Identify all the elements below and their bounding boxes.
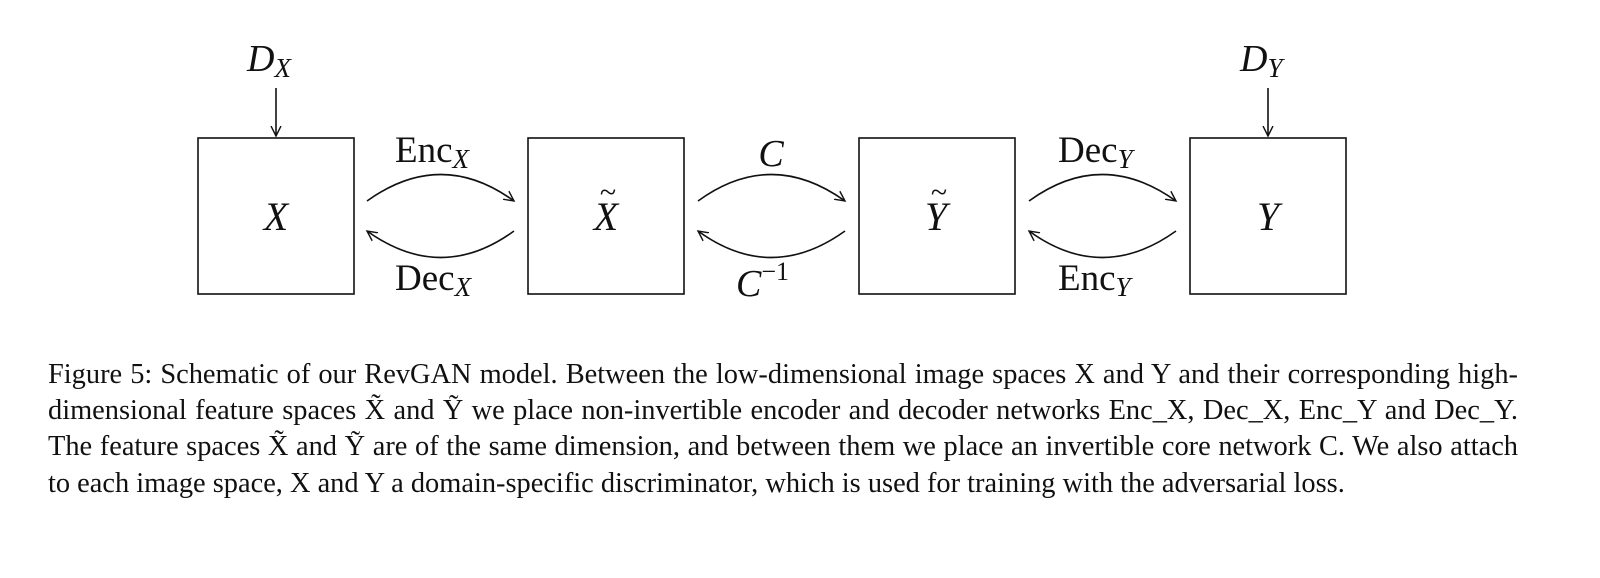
figure-caption: Figure 5: Schematic of our RevGAN model.… <box>48 357 1518 502</box>
caption-line-5: which is used for training with the adve… <box>765 467 1345 499</box>
node-x-tilde-label: X <box>592 194 620 239</box>
node-y-label: Y <box>1257 194 1283 239</box>
node-y-tilde-box <box>858 137 1016 295</box>
arrow-c <box>697 173 845 202</box>
label-dec-y: DecY <box>1058 130 1136 174</box>
arrow-enc-y <box>1029 231 1177 259</box>
label-dec-x: DecX <box>395 258 473 302</box>
arrow-dec-y <box>1028 173 1176 202</box>
arrow-c-inverse <box>698 231 846 259</box>
caption-line-4: place an invertible core network C. We a… <box>48 431 1518 499</box>
label-enc-y: EncY <box>1058 258 1134 302</box>
node-y-box <box>1189 137 1347 295</box>
caption-line-1: Figure 5: Schematic of our RevGAN model.… <box>48 359 1280 390</box>
node-y-tilde-label: Y <box>925 194 951 239</box>
node-x-box <box>197 137 355 295</box>
caption-line-3: Enc_X, Dec_X, Enc_Y and Dec_Y. The featu… <box>48 395 1518 463</box>
discriminator-dx-label: DX <box>246 38 292 83</box>
label-c-inverse: C−1 <box>736 257 789 305</box>
caption-line-2: corresponding high-dimensional feature s… <box>48 359 1518 427</box>
node-x-label: X <box>262 194 290 239</box>
discriminator-dy-label: DY <box>1239 38 1285 83</box>
arrow-enc-x <box>366 173 514 202</box>
label-enc-x: EncX <box>395 130 471 174</box>
node-y-tilde-mark: ~ <box>931 176 947 209</box>
node-x-tilde-mark: ~ <box>600 176 616 209</box>
revgan-schematic: DX DY X X ~ Y ~ Y EncX DecX C C−1 DecY E… <box>197 38 1347 305</box>
arrow-dec-x <box>367 231 515 259</box>
label-c: C <box>758 133 784 175</box>
node-x-tilde-box <box>527 137 685 295</box>
